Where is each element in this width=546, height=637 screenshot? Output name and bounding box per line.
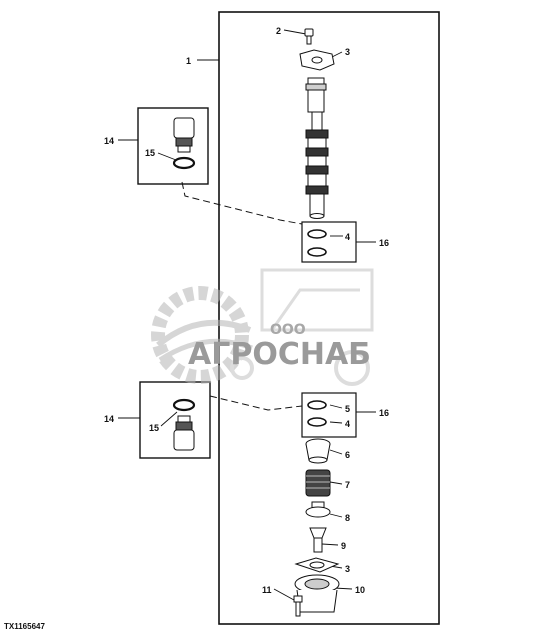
callout-8: 8 (345, 513, 350, 523)
inset-box-top (137, 107, 209, 185)
callout-4-top: 4 (345, 232, 350, 242)
figure-id: TX1165647 (4, 622, 45, 631)
callout-5: 5 (345, 404, 350, 414)
callout-11: 11 (262, 585, 272, 595)
callout-16-bottom: 16 (379, 408, 389, 418)
part-5-4-o-rings-bottom (307, 400, 327, 427)
part-7-spring (305, 469, 331, 497)
part-1-spool (305, 77, 329, 219)
callout-4-bottom: 4 (345, 419, 350, 429)
callout-3-bottom: 3 (345, 564, 350, 574)
part-11-cap-screw (293, 595, 303, 617)
part-2-bolt (304, 28, 314, 45)
part-9-pin (309, 527, 327, 553)
part-3-gasket-bottom (294, 557, 340, 573)
callout-14-top: 14 (104, 136, 114, 146)
part-6-cup (305, 438, 331, 464)
callout-1: 1 (186, 56, 191, 66)
callout-16-top: 16 (379, 238, 389, 248)
dashed-connectors (181, 181, 303, 411)
part-3-flange-plate-top (299, 49, 335, 71)
leader-lines (118, 29, 376, 601)
callout-15-top: 15 (145, 148, 155, 158)
callout-6: 6 (345, 450, 350, 460)
watermark-prefix: ООО (270, 322, 306, 338)
part-10-housing (294, 574, 340, 613)
callout-10: 10 (355, 585, 365, 595)
callout-15-bottom: 15 (149, 423, 159, 433)
callout-2: 2 (276, 26, 281, 36)
main-assembly-frame (218, 11, 440, 625)
watermark-logo (151, 268, 374, 386)
callout-7: 7 (345, 480, 350, 490)
inset-top-plug (172, 117, 196, 170)
callout-9: 9 (341, 541, 346, 551)
callout-3-top: 3 (345, 47, 350, 57)
watermark-name: АГРОСНАБ (188, 337, 371, 372)
detail-box-bottom (301, 392, 357, 438)
part-4-o-rings-top (307, 229, 327, 257)
inset-bottom-fitting (172, 398, 196, 451)
callout-14-bottom: 14 (104, 414, 114, 424)
part-8-spring-seat (305, 501, 331, 518)
detail-box-top (301, 221, 357, 263)
